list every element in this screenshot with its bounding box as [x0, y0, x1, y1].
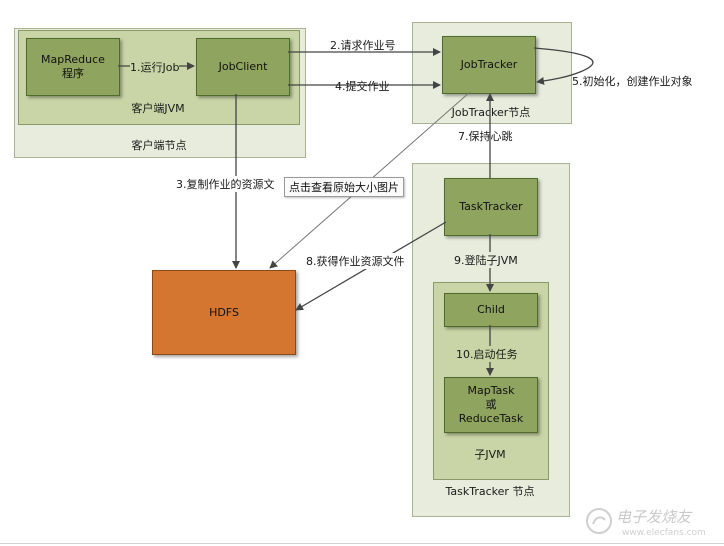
mapreduce-program-label-1: MapReduce [41, 53, 105, 66]
mapreduce-program-label-2: 程序 [62, 67, 84, 80]
step-3-label: 3.复制作业的资源文 [176, 176, 275, 192]
child-label: Child [477, 303, 505, 316]
tasktracker-label: TaskTracker [459, 200, 523, 213]
jobtracker-node-label: JobTracker节点 [451, 106, 531, 119]
step-7-label: 7.保持心跳 [458, 130, 513, 143]
bottom-divider [0, 543, 724, 544]
hdfs-box: HDFS [152, 270, 296, 355]
arrow-init-job [533, 47, 594, 85]
watermark-url: www.elecfans.com [622, 528, 706, 538]
watermark: 电子发烧友 www.elecfans.com [584, 502, 720, 542]
step-10-label: 10.启动任务 [456, 346, 518, 362]
task-label-reducetask: ReduceTask [458, 412, 524, 425]
jobtracker-box: JobTracker [442, 36, 536, 94]
child-jvm-label: 子JVM [474, 448, 506, 461]
step-2-label: 2.请求作业号 [330, 39, 396, 52]
step-5-label: 5.初始化，创建作业对象 [572, 75, 693, 88]
step-9-label: 9.登陆子JVM [454, 252, 518, 268]
step-8-label: 8.获得作业资源文件 [306, 253, 405, 269]
hdfs-label: HDFS [209, 306, 239, 319]
jobclient-box: JobClient [196, 38, 290, 96]
client-node-label: 客户端节点 [131, 139, 187, 152]
client-jvm-label: 客户端JVM [131, 102, 185, 115]
mapreduce-program-box: MapReduce 程序 [26, 38, 120, 96]
jobtracker-label: JobTracker [460, 58, 518, 71]
tasktracker-box: TaskTracker [444, 178, 538, 236]
step-4-label: 4.提交作业 [335, 80, 390, 93]
jobclient-label: JobClient [218, 60, 268, 73]
watermark-text: 电子发烧友 [616, 508, 692, 526]
step-1-label: 1.运行Job [130, 59, 180, 75]
task-label-or: 或 [485, 398, 497, 411]
child-box: Child [444, 293, 538, 327]
watermark-logo-icon [586, 508, 612, 534]
task-box: MapTask 或 ReduceTask [444, 377, 538, 433]
tasktracker-node-label: TaskTracker 节点 [445, 485, 535, 498]
view-original-tooltip[interactable]: 点击查看原始大小图片 [284, 177, 404, 197]
task-label-maptask: MapTask [467, 384, 515, 397]
